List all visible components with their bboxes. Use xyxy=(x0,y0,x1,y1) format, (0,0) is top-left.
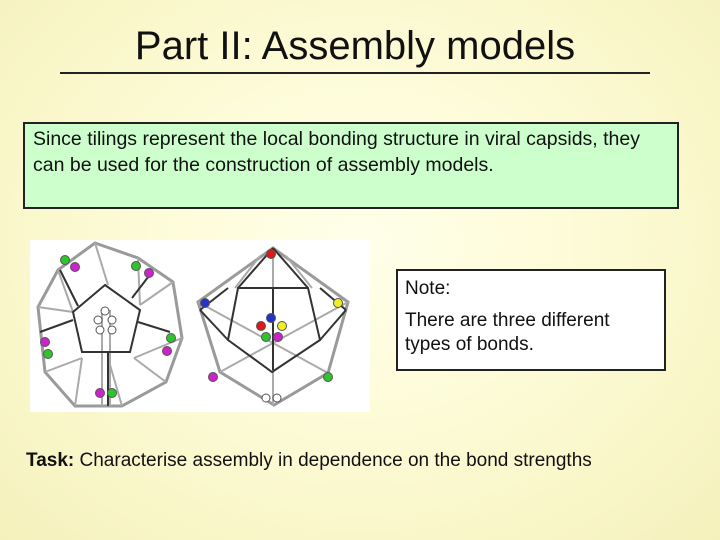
bond-site-blue xyxy=(266,313,276,323)
bond-site-white xyxy=(95,325,105,335)
bond-site-magenta xyxy=(70,262,80,272)
bond-site-red xyxy=(256,321,266,331)
bond-site-green xyxy=(60,255,70,265)
bond-site-white xyxy=(107,315,117,325)
bond-site-magenta xyxy=(144,268,154,278)
tiling-figure xyxy=(30,240,370,412)
intro-text-box: Since tilings represent the local bondin… xyxy=(23,122,679,209)
pentagon-rays xyxy=(39,269,171,406)
note-box: Note: There are three different types of… xyxy=(396,269,666,371)
bond-site-red xyxy=(266,249,276,259)
bond-site-white xyxy=(93,315,103,325)
slide-title: Part II: Assembly models xyxy=(60,22,650,74)
center-pentagon xyxy=(226,287,322,374)
bond-site-magenta xyxy=(208,372,218,382)
bond-site-green xyxy=(166,333,176,343)
bond-site-yellow xyxy=(277,321,287,331)
bond-site-green xyxy=(261,332,271,342)
bond-site-magenta xyxy=(95,388,105,398)
note-body: There are three different types of bonds… xyxy=(405,310,610,355)
task-statement: Task: Characterise assembly in dependenc… xyxy=(26,449,706,473)
bond-site-white xyxy=(100,306,110,316)
bond-site-white xyxy=(107,325,117,335)
task-text: Characterise assembly in dependence on t… xyxy=(79,450,592,471)
note-title: Note: xyxy=(405,278,451,299)
bond-site-blue xyxy=(200,298,210,308)
bond-site-white xyxy=(272,393,282,403)
decagon-tiling xyxy=(36,241,184,408)
pentagon-outline xyxy=(71,283,142,353)
bond-site-green xyxy=(107,388,117,398)
bond-site-magenta xyxy=(162,346,172,356)
task-label: Task: xyxy=(26,450,75,471)
bond-site-magenta xyxy=(40,337,50,347)
bond-site-green xyxy=(43,349,53,359)
bond-site-green xyxy=(323,372,333,382)
bond-site-yellow xyxy=(333,298,343,308)
tiling-diagram xyxy=(36,241,350,408)
bond-site-magenta xyxy=(273,332,283,342)
kite-tiling xyxy=(196,246,350,407)
bond-site-white xyxy=(261,393,271,403)
bond-site-green xyxy=(131,261,141,271)
